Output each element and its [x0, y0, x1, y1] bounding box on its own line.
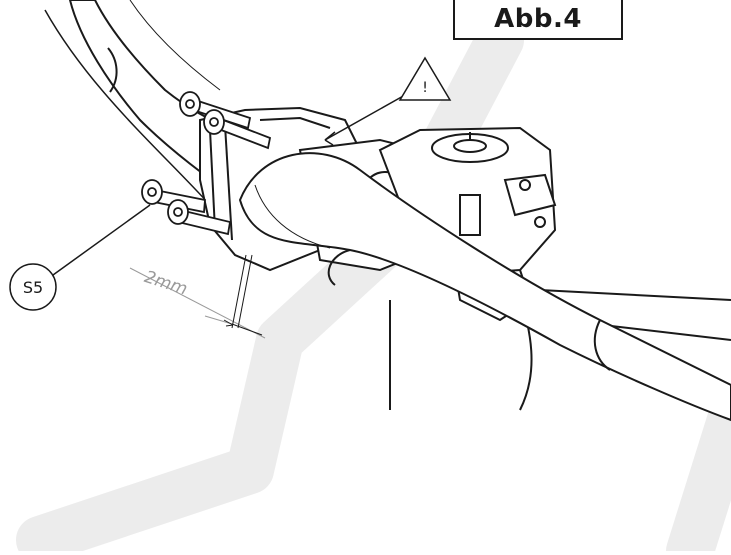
warning-triangle-icon: !: [398, 56, 452, 101]
warning-symbol: !: [422, 80, 428, 96]
cable-line: [44, 9, 211, 206]
figure-label-box: Abb.4: [453, 0, 623, 40]
handlebar-right: [238, 152, 731, 422]
bolt-lower-2: [167, 199, 232, 236]
figure-label: Abb.4: [494, 4, 582, 34]
bolts: [141, 91, 272, 236]
bolt-upper-2: [203, 109, 272, 150]
part-callout-s5: S5: [9, 204, 151, 311]
warning-leader: [324, 94, 406, 141]
part-label: S5: [23, 278, 43, 297]
dimension-2mm: [129, 254, 266, 339]
dimension-label: 2mm: [142, 267, 190, 300]
